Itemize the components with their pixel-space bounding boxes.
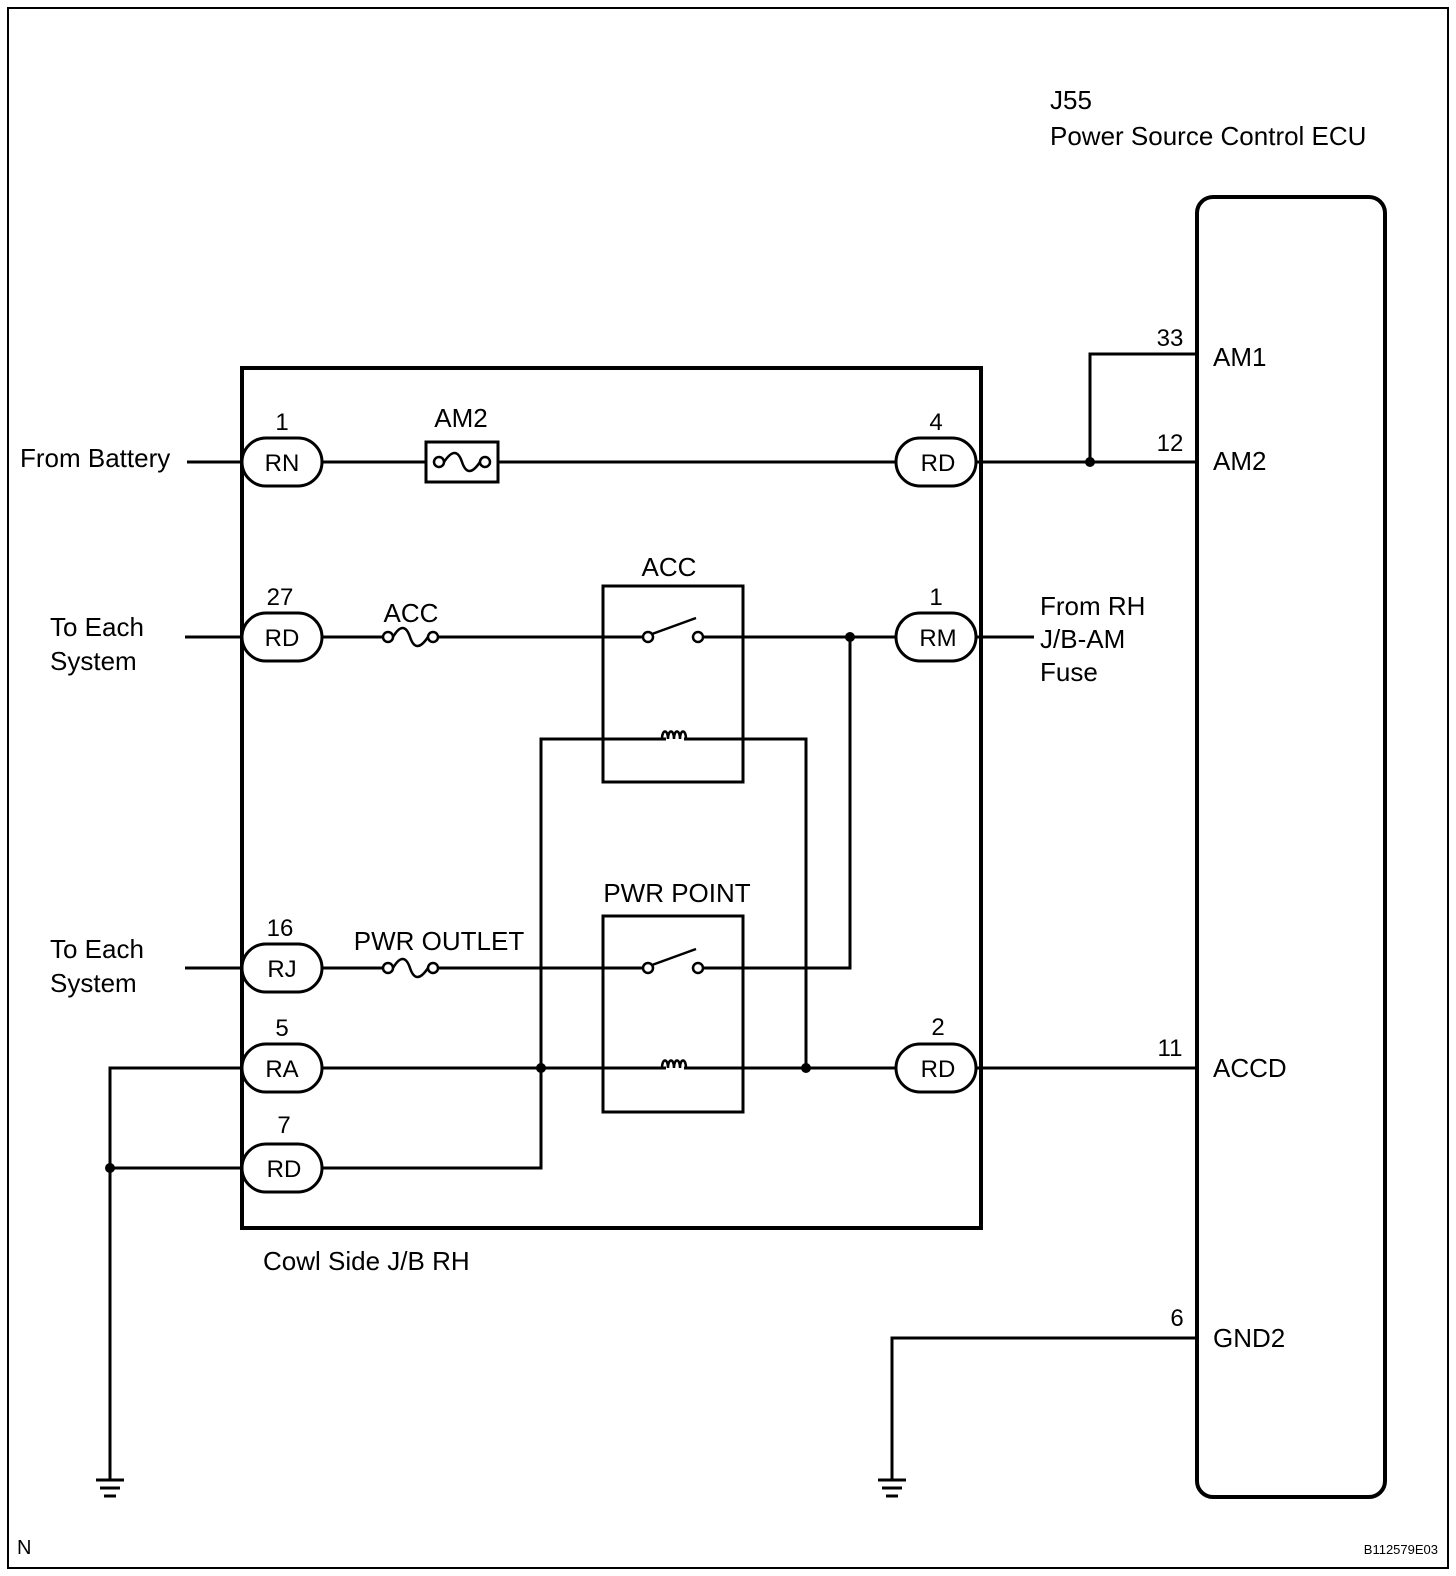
ecu-terminal-accd: ACCD (1213, 1053, 1287, 1083)
splice-points (105, 457, 1095, 1173)
svg-text:RA: RA (265, 1056, 298, 1083)
svg-text:1: 1 (929, 584, 942, 611)
to-each-system-2-line2: System (50, 968, 137, 998)
ecu-code: J55 (1050, 85, 1092, 115)
svg-text:RM: RM (919, 625, 956, 652)
svg-text:RD: RD (267, 1156, 302, 1183)
ecu-terminal-am1: AM1 (1213, 342, 1266, 372)
svg-text:RD: RD (921, 450, 956, 477)
svg-text:5: 5 (275, 1015, 288, 1042)
connector-rd-27: RD 27 (240, 584, 324, 663)
connector-rd-2: RD 2 (894, 1014, 978, 1094)
ecu-box (1195, 195, 1387, 1499)
fuse-am2-label: AM2 (434, 403, 487, 433)
svg-text:27: 27 (267, 584, 294, 611)
to-each-system-1-line1: To Each (50, 612, 144, 642)
connector-rj: RJ 16 (240, 915, 324, 994)
fuse-am2: AM2 (424, 403, 500, 484)
svg-text:1: 1 (275, 409, 288, 436)
ecu-name: Power Source Control ECU (1050, 121, 1366, 151)
ecu-pin-accd: 11 (1158, 1035, 1183, 1062)
svg-text:16: 16 (267, 915, 294, 942)
ecu-terminal-am2: AM2 (1213, 446, 1266, 476)
svg-text:RD: RD (921, 1056, 956, 1083)
from-rh-line3: Fuse (1040, 657, 1098, 687)
from-rh-line1: From RH (1040, 591, 1145, 621)
fuse-acc-label: ACC (384, 598, 439, 628)
connector-rd-4: RD 4 (894, 409, 978, 488)
relay-acc: ACC (601, 552, 745, 784)
fuse-pwr-outlet-label: PWR OUTLET (354, 926, 525, 956)
svg-text:4: 4 (929, 409, 942, 436)
connector-rm: RM 1 (894, 584, 978, 663)
ecu-pin-am2: 12 (1157, 430, 1184, 457)
junction-block-box (240, 366, 983, 1230)
connector-rd-7: RD 7 (240, 1112, 324, 1194)
to-each-system-1-line2: System (50, 646, 137, 676)
ecu-pin-am1: 33 (1157, 325, 1184, 352)
ground-symbol-right (878, 1478, 906, 1498)
ecu-pin-gnd2: 6 (1170, 1305, 1183, 1332)
junction-block-name: Cowl Side J/B RH (263, 1246, 470, 1276)
relay-pwr-point-label: PWR POINT (603, 878, 750, 908)
relay-acc-label: ACC (642, 552, 697, 582)
ecu-terminal-gnd2: GND2 (1213, 1323, 1285, 1353)
fuse-pwr-outlet: PWR OUTLET (354, 926, 525, 979)
svg-text:RJ: RJ (267, 956, 296, 983)
diagram-frame (7, 7, 1449, 1569)
fuse-acc: ACC (381, 598, 440, 648)
north-indicator: N (17, 1537, 31, 1559)
from-rh-line2: J/B-AM (1040, 624, 1125, 654)
connector-ra: RA 5 (240, 1015, 324, 1094)
svg-text:2: 2 (931, 1014, 944, 1041)
figure-code: B112579E03 (1364, 1542, 1438, 1557)
svg-text:7: 7 (277, 1112, 290, 1139)
svg-text:RN: RN (265, 450, 300, 477)
to-each-system-2-line1: To Each (50, 934, 144, 964)
ground-symbol-left (96, 1478, 124, 1498)
svg-text:RD: RD (265, 625, 300, 652)
from-battery-label: From Battery (20, 443, 170, 473)
relay-pwr-point: PWR POINT (601, 878, 751, 1114)
connector-rn: RN 1 (240, 409, 324, 488)
